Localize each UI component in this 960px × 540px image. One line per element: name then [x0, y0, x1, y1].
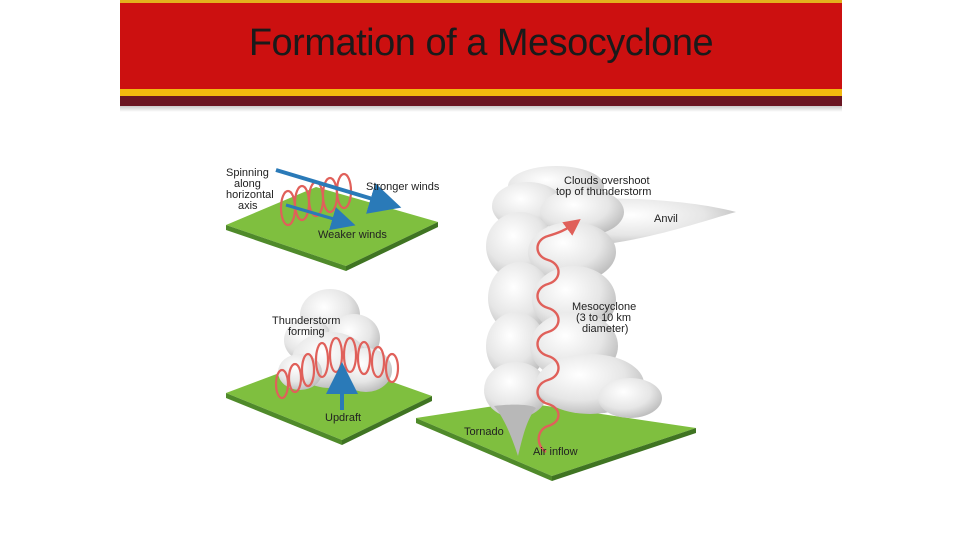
label-mesocyclone: Mesocyclone (3 to 10 km diameter): [572, 301, 639, 335]
stronger-winds-arrow: [275, 168, 402, 214]
label-air-inflow: Air inflow: [533, 446, 578, 458]
banner-top-line: [120, 0, 842, 3]
label-clouds-overshoot: Clouds overshoot top of thunderstorm: [556, 175, 653, 198]
label-anvil: Anvil: [654, 213, 678, 225]
tornado-funnel: [494, 404, 536, 456]
label-weaker-winds: Weaker winds: [318, 229, 387, 241]
banner-red-band: [120, 3, 842, 89]
label-tornado: Tornado: [464, 426, 504, 438]
mature-thunderstorm-cloud: [484, 166, 662, 418]
label-spinning: Spinning along horizontal axis: [226, 167, 277, 212]
panel-3-ground: [416, 402, 696, 481]
label-thunderstorm-forming: Thunderstorm forming: [272, 315, 344, 338]
slide-title: Formation of a Mesocyclone: [248, 22, 714, 64]
banner-shadow: [120, 106, 842, 112]
title-banner: Formation of a Mesocyclone: [120, 0, 842, 112]
weaker-winds-arrow: [285, 203, 356, 231]
mesocyclone-spiral: [536, 218, 581, 454]
banner-maroon-stripe: [120, 96, 842, 106]
label-stronger-winds: Stronger winds: [366, 181, 440, 193]
label-updraft: Updraft: [325, 412, 361, 424]
banner-gold-stripe: [120, 89, 842, 96]
